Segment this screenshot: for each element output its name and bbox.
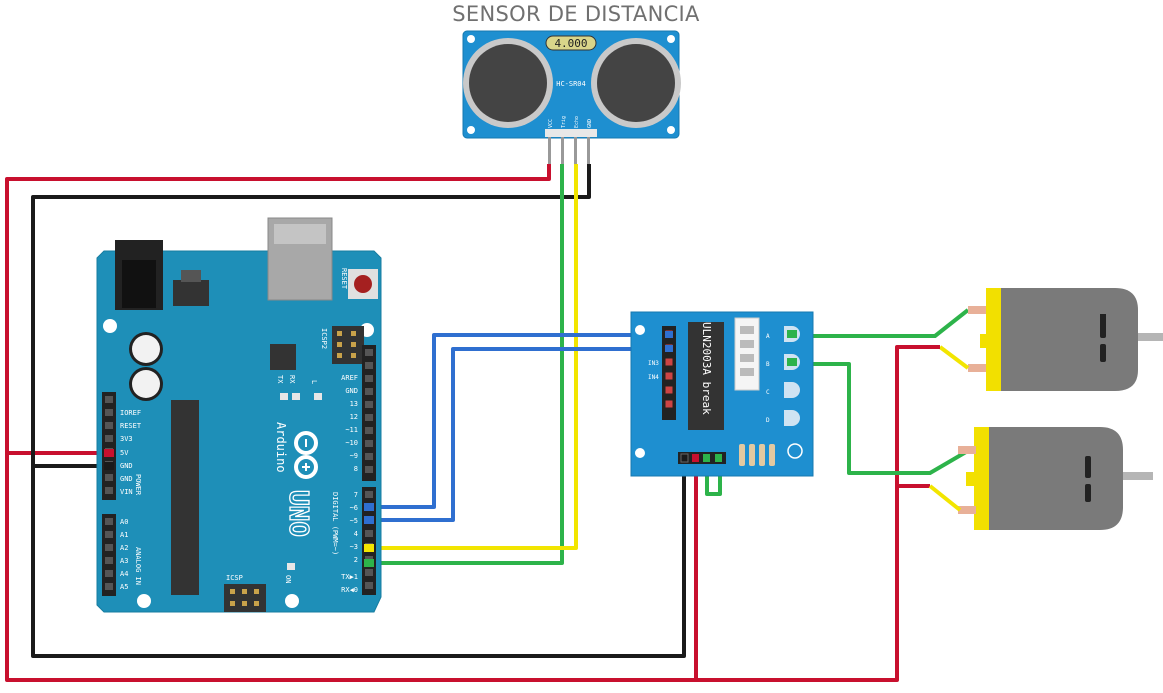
arduino-model: UNO [283,490,313,537]
analog-pin-a1: A1 [120,531,128,539]
power-pin-5v: 5V [120,449,129,457]
wire-black-bottom [31,458,686,658]
power-label: POWER [134,474,142,496]
sensor-pin-labels: VCC Trig Echo GND [548,116,593,128]
dc-motor-1 [897,288,1163,391]
arduino-brand: Arduino [274,422,288,473]
analog-pin-a4: A4 [120,570,128,578]
arduino-uno: RESET ICSP2 TX RX L Ardu [96,217,382,613]
pin-9-label: ~9 [350,452,358,460]
sensor-pin-gnd: GND [587,119,593,128]
analog-pin-a5: A5 [120,583,128,591]
motor-1-cap [986,288,1001,391]
dc-motor-2 [928,427,1153,530]
wires [5,164,970,682]
led-label-b: B [766,361,770,368]
resistors [739,444,775,466]
pin-5-label: ~5 [350,517,358,525]
pin-2-label: 2 [354,556,358,564]
power-pin-reset: RESET [120,422,142,430]
driver-chip-label: ULN2003A break [700,322,713,415]
wire-blue-pin5 [368,347,668,522]
wire-black-gnd [31,164,591,468]
pin-gnd-label: GND [345,387,358,395]
pin-13-label: 13 [350,400,358,408]
pin-7-label: 7 [354,491,358,499]
sensor-pin-echo: Echo [574,116,580,128]
wire-red-vcc [5,164,551,455]
driver-in3-label: IN3 [648,360,659,367]
driver-in4-label: IN4 [648,374,659,381]
arduino-logo-icon [294,431,318,479]
power-pin-3v3: 3V3 [120,435,133,443]
pin-10-label: ~10 [345,439,358,447]
motor-2-cap [974,427,989,530]
icsp-label: ICSP [226,574,243,582]
diagram-title: SENSOR DE DISTANCIA [452,2,700,26]
wire-yellow-echo [368,164,578,550]
digital-label: DIGITAL (PWM=~) [331,492,339,555]
wire-green-motor1 [795,308,970,338]
pin-8-label: 8 [354,465,358,473]
atmega-chip [171,400,199,595]
tx-label: TX [276,375,284,384]
power-pin-ioref: IOREF [120,409,141,417]
led-label-c: C [766,389,770,396]
reset-label: RESET [340,268,348,290]
driver-leds [784,326,800,426]
power-pin-gnd1: GND [120,462,133,470]
analog-label: ANALOG IN [134,547,142,585]
wire-green-trig [368,164,564,565]
led-label-a: A [766,333,770,340]
icsp2-label: ICSP2 [320,328,328,349]
sensor-model: HC-SR04 [556,80,586,88]
pin-6-label: ~6 [350,504,358,512]
analog-pin-a3: A3 [120,557,128,565]
pin-4-label: 4 [354,530,358,538]
uln2003-driver: ULN2003A break IN3 IN4 A B C D [630,311,814,477]
wire-green-motor2 [795,362,968,475]
on-label: ON [284,575,292,583]
wire-blue-pin6 [368,333,668,509]
pin-11-label: ~11 [345,426,358,434]
ultrasonic-sensor: 4.000 HC-SR04 VCC Trig Echo GND [462,30,681,165]
pin-0-label: RX◀0 [341,586,358,594]
pin-aref-label: AREF [341,374,358,382]
sensor-pin-vcc: VCC [548,119,554,128]
power-pin-gnd2: GND [120,475,133,483]
led-label-d: D [766,417,770,424]
uln2003-chip [688,322,724,430]
sensor-display: 4.000 [554,37,587,50]
rx-label: RX [288,375,296,384]
analog-pin-a2: A2 [120,544,128,552]
pin-12-label: 12 [350,413,358,421]
l-label: L [310,380,318,384]
pin-3-label: ~3 [350,543,358,551]
sensor-pin-trig: Trig [561,116,567,128]
pin-1-label: TX▶1 [341,573,358,581]
power-pin-vin: VIN [120,488,133,496]
analog-pin-a0: A0 [120,518,128,526]
